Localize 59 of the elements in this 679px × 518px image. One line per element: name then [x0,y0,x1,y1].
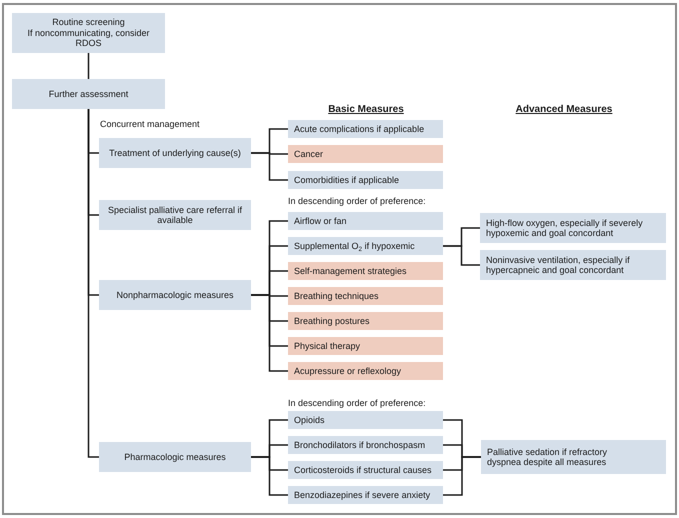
step-label: Acupressure or reflexology [294,366,402,376]
step-label: Acute complications if applicable [294,124,424,134]
step-label: Nonpharmacologic measures [116,290,234,300]
measure-box [481,440,666,474]
step-label: Benzodiazepines if severe anxiety [294,490,430,500]
step-label: Palliative sedation if refractory dyspnea despite all measures [487,446,608,468]
measure-box [288,171,443,189]
section-note: In descending order of preference: [288,196,426,206]
section-note: Concurrent management [100,119,200,130]
step-label: Physical therapy [294,340,360,352]
connector-line [251,456,288,496]
measure-box [99,280,251,310]
measure-box [99,442,251,472]
column-heading: Basic Measures [328,104,404,116]
step-label: Comorbidities if applicable [294,174,400,186]
step-label: Pharmacologic measures [124,452,226,462]
step-label: Breathing postures [294,316,370,326]
connector-line [251,294,288,372]
step-label: If noncommunicating, consider RDOS [26,28,151,49]
measure-box [288,287,443,305]
measure-box [288,337,443,355]
step-label: Further assessment [48,88,128,100]
measure-box [288,237,443,255]
step-label: Noninvasive ventilation, especially if hypercapneic and goal concordant [486,254,631,276]
connector-line [443,245,480,266]
measure-box [480,250,666,280]
step-label: Routine screening [52,17,125,28]
connector-line [251,152,288,181]
step-label: Bronchodilators if bronchospasm [294,440,426,450]
measure-box [12,13,165,53]
measure-box [12,79,165,109]
measure-box [288,120,443,138]
measure-box [288,145,443,163]
step-label: Self-management strategies [294,266,407,276]
measure-box [288,436,443,454]
measure-box [288,312,443,330]
measure-box [99,138,251,168]
step-label: Supplemental O$_{2}$ if hypoxemic [294,240,415,252]
measure-box [99,200,251,230]
measure-box [288,461,443,479]
column-heading: Advanced Measures [516,104,612,116]
step-label: Specialist palliative care referral if available [106,204,244,226]
step-label: Opioids [294,414,325,426]
step-label: Corticosteroids if structural causes [294,464,432,476]
step-label: Breathing techniques [294,290,379,302]
measure-box [288,262,443,280]
measure-box [480,213,666,243]
step-label: Cancer [294,148,324,160]
step-label: Airflow or fan [294,216,347,226]
section-note: In descending order of preference: [288,398,426,408]
measure-box [288,212,443,230]
connector-line [88,109,99,458]
measure-box [288,486,443,504]
connector-line [443,456,481,496]
step-label: Treatment of underlying cause(s) [109,148,241,158]
measure-box [288,362,443,380]
step-label: High-flow oxygen, especially if severely hypoxemic and goal concordant [486,218,644,238]
connector-line [88,53,90,79]
measure-box [288,411,443,429]
